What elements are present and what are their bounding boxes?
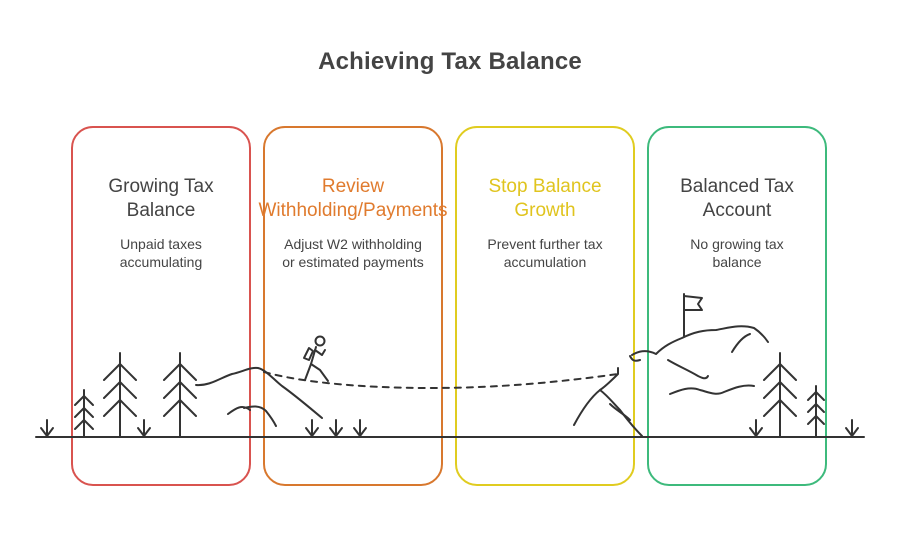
page-title: Achieving Tax Balance	[318, 48, 582, 75]
grass-icon	[40, 419, 54, 438]
stage-title: Growing Tax Balance	[108, 176, 214, 221]
stage-balanced-tax-account: Balanced Tax Account No growing tax bala…	[647, 126, 827, 486]
stage-title: Review Withholding/Payments	[258, 176, 448, 221]
stage-description: Adjust W2 withholding or estimated payme…	[282, 236, 424, 270]
stage-review-withholding: Review Withholding/Payments Adjust W2 wi…	[258, 126, 448, 486]
stage-description: Prevent further tax accumulation	[487, 236, 603, 270]
grass-icon	[845, 419, 859, 438]
stage-stop-balance-growth: Stop Balance Growth Prevent further tax …	[455, 126, 635, 486]
stage-description: No growing tax balance	[690, 236, 784, 270]
stage-title: Stop Balance Growth	[488, 176, 602, 221]
stage-growing-tax-balance: Growing Tax Balance Unpaid taxes accumul…	[71, 126, 251, 486]
stage-description: Unpaid taxes accumulating	[119, 236, 203, 270]
stage-title: Balanced Tax Account	[680, 176, 794, 221]
